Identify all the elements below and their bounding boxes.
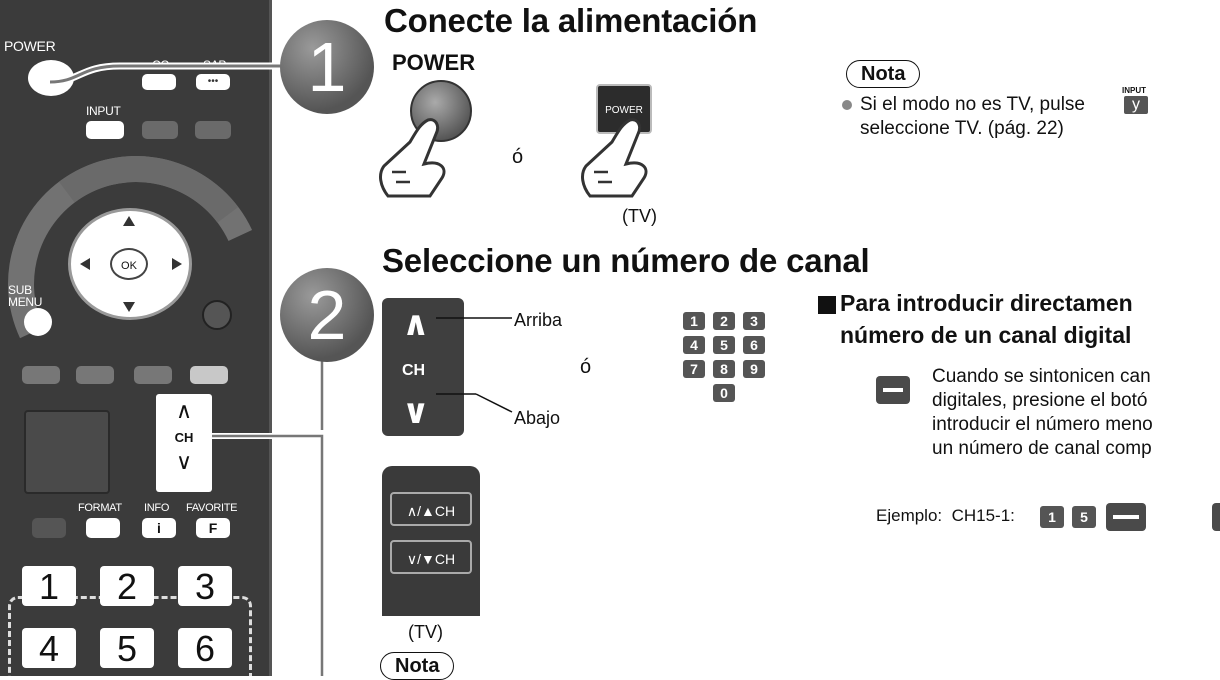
tv-power-key-label: POWER — [605, 105, 643, 116]
remote-num-1[interactable]: 1 — [22, 566, 76, 607]
step-2-tv-label: (TV) — [408, 622, 443, 642]
direct-heading-line-1: Para introducir directamen — [840, 290, 1133, 316]
keypad-4: 4 — [683, 336, 705, 354]
step-1-or: ó — [512, 146, 524, 168]
example-key-5: 5 — [1072, 506, 1096, 528]
remote-input-button[interactable] — [86, 121, 124, 139]
remote-key-b[interactable] — [195, 121, 231, 139]
keypad-0: 0 — [713, 384, 735, 402]
remote-color-key-1[interactable] — [22, 366, 60, 384]
step-1-title: Conecte la alimentación — [384, 2, 758, 39]
ch-up-icon: ∧ — [402, 305, 430, 343]
remote-info-label: INFO — [144, 502, 170, 514]
remote-num-5[interactable]: 5 — [100, 628, 154, 669]
remote-return-button[interactable] — [202, 300, 232, 330]
remote-color-key-4[interactable] — [190, 366, 228, 384]
finger-press-icon-2 — [581, 118, 648, 198]
keypad-2: 2 — [713, 312, 735, 330]
example-dash-key — [1106, 503, 1146, 531]
step-1-power-label: POWER — [392, 50, 476, 75]
nota-1-line-2: seleccione TV. (pág. 22) — [860, 118, 1064, 139]
remote-power-label: POWER — [4, 38, 56, 54]
remote-volume-rocker[interactable] — [24, 410, 110, 494]
step-2-badge: 2 — [280, 268, 374, 362]
step-2-title: Seleccione un número de canal — [382, 242, 870, 279]
keypad-3: 3 — [743, 312, 765, 330]
keypad-5: 5 — [713, 336, 735, 354]
direct-heading-line-2: número de un canal digital — [840, 322, 1132, 348]
keypad-9: 9 — [743, 360, 765, 378]
nota-1-input-key-label: INPUT — [1122, 86, 1146, 95]
remote-sap-button[interactable]: ••• — [196, 74, 230, 90]
ch-down-icon: ∨ — [402, 393, 430, 431]
square-bullet-icon — [818, 296, 836, 314]
remote-num-2[interactable]: 2 — [100, 566, 154, 607]
remote-num-6[interactable]: 6 — [178, 628, 232, 669]
direct-body-line-1: Cuando se sintonicen can — [932, 366, 1151, 387]
remote-num-3[interactable]: 3 — [178, 566, 232, 607]
finger-press-icon — [379, 118, 446, 198]
nota-1-label: Nota — [846, 60, 921, 88]
remote-extra-button[interactable] — [32, 518, 66, 538]
remote-ch-label: CH — [174, 430, 194, 445]
remote-sub-menu-label: SUB MENU — [8, 283, 43, 309]
remote-cc-button[interactable] — [142, 74, 176, 90]
remote-num-4[interactable]: 4 — [22, 628, 76, 669]
remote-control: POWER CC SAP ••• INPUT OK SUB MENU ∧ CH … — [0, 0, 272, 676]
example-key-1: 1 — [1040, 506, 1064, 528]
direct-body-line-2: digitales, presione el botó — [932, 390, 1148, 411]
ch-up-label: Arriba — [514, 310, 563, 330]
tv-ch-up-key: ∧/▲CH — [390, 492, 472, 526]
tv-ch-down-key: ∨/▼CH — [390, 540, 472, 574]
keypad-1: 1 — [683, 312, 705, 330]
remote-ch-down-icon[interactable]: ∨ — [175, 449, 193, 474]
remote-color-key-3[interactable] — [134, 366, 172, 384]
step-1-badge: 1 — [280, 20, 374, 114]
remote-ok-label: OK — [121, 260, 137, 272]
remote-favorite-label: FAVORITE — [186, 502, 238, 514]
remote-format-button[interactable] — [86, 518, 120, 538]
remote-sub-menu-button[interactable] — [24, 308, 52, 336]
remote-key-a[interactable] — [142, 121, 178, 139]
nota-1-line-1: Si el modo no es TV, pulse — [860, 94, 1085, 115]
remote-format-label: FORMAT — [78, 502, 122, 514]
remote-dpad-arrows — [80, 216, 182, 312]
ch-key-illustration: ∧ CH ∨ — [382, 298, 464, 436]
remote-ch-rocker[interactable]: ∧ CH ∨ — [156, 394, 212, 492]
nota-1-y-glyph: y — [1132, 96, 1140, 113]
remote-favorite-button[interactable]: F — [196, 518, 230, 538]
keypad-6: 6 — [743, 336, 765, 354]
remote-ch-up-icon[interactable]: ∧ — [175, 398, 193, 423]
keypad-7: 7 — [683, 360, 705, 378]
step-2-or: ó — [580, 356, 592, 378]
ch-down-label: Abajo — [514, 408, 561, 428]
example-label: Ejemplo: CH15-1: — [876, 506, 1015, 525]
example-key-cut — [1212, 503, 1220, 531]
dash-key-icon — [876, 376, 910, 404]
remote-ok-button[interactable]: OK — [110, 248, 148, 280]
remote-input-label: INPUT — [86, 104, 121, 118]
direct-body-line-4: un número de canal comp — [932, 438, 1152, 459]
remote-info-button[interactable]: i — [142, 518, 176, 538]
step-1-tv-label: (TV) — [622, 206, 657, 226]
bullet-icon — [842, 100, 852, 110]
nota-1-input-key: y — [1124, 96, 1148, 114]
direct-body-line-3: introducir el número meno — [932, 414, 1153, 435]
keypad-8: 8 — [713, 360, 735, 378]
ch-key-label: CH — [402, 362, 426, 379]
remote-color-key-2[interactable] — [76, 366, 114, 384]
